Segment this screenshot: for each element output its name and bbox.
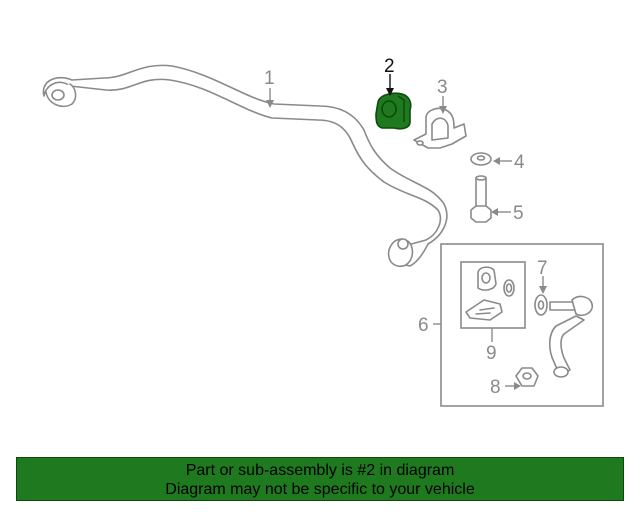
kit-box-9[interactable] (460, 261, 526, 329)
stabilizer-bar[interactable] (42, 64, 448, 268)
arrow-8 (514, 382, 521, 390)
info-banner: Part or sub-assembly is #2 in diagram Di… (16, 457, 624, 501)
kit-box-6[interactable] (440, 243, 604, 407)
banner-line-disclaimer: Diagram may not be specific to your vehi… (165, 481, 475, 498)
callout-9: 9 (486, 343, 497, 364)
link-washer[interactable] (534, 294, 548, 316)
callout-1: 1 (264, 68, 275, 89)
banner-line-part: Part or sub-assembly is #2 in diagram (185, 462, 455, 479)
arrow-1 (266, 100, 274, 108)
callout-2: 2 (384, 56, 395, 77)
callout-4: 4 (514, 152, 525, 173)
bushing-hole (381, 100, 397, 118)
arrow-3 (439, 106, 447, 114)
washer[interactable] (470, 152, 492, 166)
bushing-bracket[interactable] (413, 107, 467, 149)
bolt[interactable] (470, 175, 492, 223)
kit-bushing (465, 266, 515, 321)
arrow-2 (386, 88, 394, 96)
callout-6: 6 (418, 315, 429, 336)
callout-5: 5 (513, 203, 524, 224)
stabilizer-bushing[interactable] (375, 92, 412, 130)
arrow-5 (491, 208, 498, 216)
arrow-7 (539, 286, 547, 294)
arrow-4 (493, 157, 500, 165)
callout-7: 7 (537, 258, 548, 279)
callout-3: 3 (437, 77, 448, 98)
callout-8: 8 (490, 377, 501, 398)
nut[interactable] (515, 367, 539, 387)
stabilizer-link (548, 295, 594, 378)
